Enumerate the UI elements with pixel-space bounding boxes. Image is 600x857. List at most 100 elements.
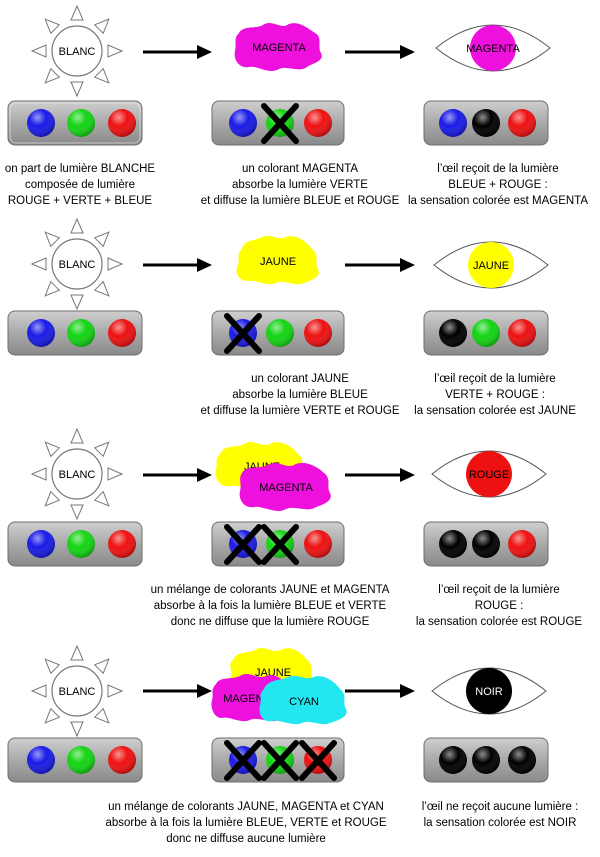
sun-ray [44, 231, 61, 248]
sun-ray [70, 721, 84, 738]
source-label: BLANC [59, 686, 96, 698]
eye-label: ROUGE [469, 469, 509, 481]
caption-eye: l’œil ne reçoit aucune lumière : la sens… [402, 799, 598, 831]
light-panel-diffused [211, 521, 345, 567]
caption-line: un mélange de colorants JAUNE et MAGENTA [150, 584, 390, 596]
sun-ray [93, 67, 110, 84]
caption-line: un mélange de colorants JAUNE, MAGENTA e… [108, 801, 384, 813]
sun-rays [30, 427, 124, 521]
eye-icon: JAUNE [433, 241, 549, 289]
absorbed-x-icon [261, 103, 299, 144]
absorbed-x-icon [261, 740, 299, 781]
caption-eye: l’œil reçoit de la lumière ROUGE : la se… [402, 582, 596, 630]
sun-icon: BLANC [30, 644, 124, 738]
source-label: BLANC [59, 469, 96, 481]
caption-dye: un mélange de colorants JAUNE, MAGENTA e… [96, 799, 396, 847]
sun-rays [30, 217, 124, 311]
sun-ray [93, 18, 110, 35]
dye-label: MAGENTA [252, 42, 306, 54]
sun-ray [44, 707, 61, 724]
arrow-icon [345, 258, 415, 272]
source-label: BLANC [59, 259, 96, 271]
arrow-icon [345, 684, 415, 698]
sun-ray [93, 707, 110, 724]
caption-line: composée de lumière [25, 179, 135, 191]
light-panel-source [7, 521, 143, 567]
light-panel-diffused [211, 737, 345, 783]
light-panel-received [423, 737, 549, 783]
sun-ray [30, 44, 47, 58]
sun-ray [44, 18, 61, 35]
caption-dye: un colorant JAUNE absorbe la lumière BLE… [180, 371, 420, 419]
caption-line: l’œil reçoit de la lumière [437, 163, 559, 175]
dye-label: JAUNE [255, 667, 291, 679]
eye-label: JAUNE [473, 260, 509, 272]
caption-line: la sensation colorée est JAUNE [414, 405, 576, 417]
row-1: BLANC MAGENTA MAGENTA [7, 4, 551, 146]
row-4: BLANC JAUNE MAGENTA CYAN NOIR [7, 644, 549, 783]
row-3: BLANC JAUNE MAGENTA ROUGE [7, 427, 549, 567]
caption-line: la sensation colorée est ROUGE [415, 616, 583, 628]
caption-line: VERTE + ROUGE : [445, 389, 545, 401]
caption-source: on part de lumière BLANCHE composée de l… [0, 161, 160, 209]
sun-rays [30, 4, 124, 98]
arrow-icon [345, 45, 415, 59]
arrow-icon [143, 45, 212, 59]
caption-line: donc ne diffuse que la lumière ROUGE [170, 616, 370, 628]
sun-ray [93, 490, 110, 507]
dye-blob-yellow: JAUNE [236, 235, 319, 285]
sun-ray [107, 44, 124, 58]
sun-ray [70, 427, 84, 444]
sun-ray [93, 231, 110, 248]
sun-ray [70, 217, 84, 234]
dye-blob-magenta: MAGENTA [239, 462, 331, 511]
caption-line: l’œil reçoit de la lumière [438, 584, 560, 596]
light-panel-diffused [211, 310, 345, 356]
dye-blob-cyan: CYAN [259, 675, 347, 725]
row-2: BLANC JAUNE JAUNE [7, 217, 549, 356]
sun-ray [70, 4, 84, 21]
caption-line: BLEUE + ROUGE : [448, 179, 548, 191]
caption-line: la sensation colorée est MAGENTA [407, 195, 589, 207]
absorbed-x-icon [299, 740, 337, 781]
sun-ray [107, 257, 124, 271]
caption-line: ROUGE : [474, 600, 524, 612]
light-panel-source [7, 737, 143, 783]
caption-dye: un mélange de colorants JAUNE et MAGENTA… [138, 582, 402, 630]
sun-ray [107, 684, 124, 698]
light-panel-received [423, 521, 549, 567]
absorbed-x-icon [261, 524, 299, 565]
arrow-icon [143, 684, 212, 698]
caption-line: et diffuse la lumière BLEUE et ROUGE [200, 195, 400, 207]
dye-label: MAGENTA [259, 482, 313, 494]
caption-dye: un colorant MAGENTA absorbe la lumière V… [190, 161, 410, 209]
eye-icon: MAGENTA [435, 24, 551, 72]
sun-ray [44, 490, 61, 507]
sun-icon: BLANC [30, 217, 124, 311]
sun-ray [70, 81, 84, 98]
eye-label: NOIR [475, 686, 503, 698]
caption-eye: l’œil reçoit de la lumière BLEUE + ROUGE… [400, 161, 596, 209]
dye-blob-magenta: MAGENTA [234, 23, 322, 71]
caption-line: absorbe à la fois la lumière BLEUE, VERT… [105, 817, 387, 829]
light-panel-source [7, 310, 143, 356]
sun-ray [70, 644, 84, 661]
caption-line: la sensation colorée est NOIR [423, 817, 577, 829]
caption-line: absorbe la lumière BLEUE [232, 389, 368, 401]
light-panel-source [7, 100, 143, 146]
sun-ray [107, 467, 124, 481]
eye-icon: ROUGE [431, 450, 547, 498]
sun-icon: BLANC [30, 427, 124, 521]
eye-icon: NOIR [431, 667, 547, 715]
sun-ray [70, 504, 84, 521]
sun-ray [93, 441, 110, 458]
light-panel-diffused [211, 100, 345, 146]
caption-line: on part de lumière BLANCHE [4, 163, 156, 175]
absorbed-x-icon [224, 524, 262, 565]
sun-ray [30, 257, 47, 271]
dye-label: CYAN [289, 696, 319, 708]
arrow-icon [345, 468, 415, 482]
caption-line: un colorant MAGENTA [241, 163, 359, 175]
dye-label: JAUNE [260, 256, 296, 268]
